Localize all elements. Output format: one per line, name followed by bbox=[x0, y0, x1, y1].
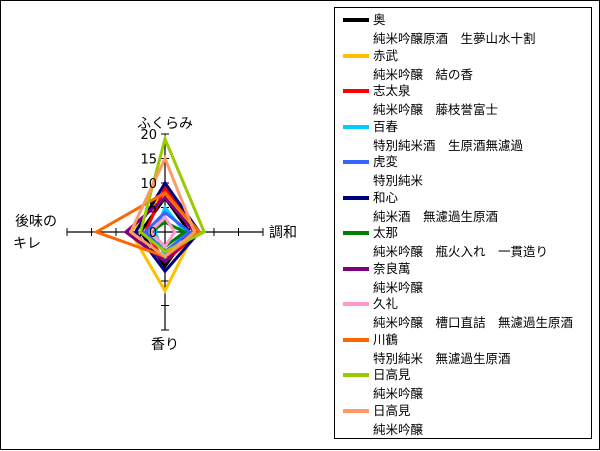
legend-swatch bbox=[343, 195, 369, 200]
legend-series-name: 百春 bbox=[373, 118, 399, 134]
tick-label: 20 bbox=[140, 128, 157, 143]
legend-series-subtitle: 純米吟醸 藤枝誉富士 bbox=[373, 102, 499, 117]
legend-entry: 百春特別純米酒 生原酒無濾過 bbox=[335, 118, 591, 154]
series-line-10 bbox=[138, 134, 207, 254]
legend-entry: 虎変特別純米 bbox=[335, 153, 591, 189]
legend-series-name: 日高見 bbox=[373, 402, 411, 418]
legend-entry: 日高見純米吟醸 bbox=[335, 402, 591, 438]
legend-series-subtitle: 純米吟醸 結の香 bbox=[373, 66, 474, 82]
legend-swatch bbox=[343, 18, 369, 22]
legend-series-subtitle: 純米酒 無濾過生原酒 bbox=[373, 208, 499, 224]
legend-series-name: 奈良萬 bbox=[373, 260, 411, 276]
legend-swatch bbox=[343, 408, 369, 413]
legend-series-name: 日高見 bbox=[373, 367, 411, 382]
series-line-0 bbox=[138, 195, 192, 269]
tick-label: 5 bbox=[149, 202, 157, 217]
axis-label-kire: キレ bbox=[13, 236, 41, 252]
legend-series-subtitle: 純米吟醸原酒 生夢山水十割 bbox=[373, 31, 536, 46]
tick-label: 15 bbox=[140, 153, 157, 168]
legend-series-name: 太那 bbox=[373, 225, 399, 240]
axis-label-fukurami: ふくらみ bbox=[137, 116, 193, 132]
legend-entry: 久礼純米吟醸 槽口直詰 無濾過生原酒 bbox=[335, 295, 591, 331]
legend-series-subtitle: 純米吟醸 bbox=[373, 279, 424, 295]
legend-swatch bbox=[343, 266, 369, 271]
legend-series-subtitle: 純米吟醸 槽口直詰 無濾過生原酒 bbox=[373, 315, 574, 330]
legend-entry: 太那純米吟醸 瓶火入れ 一貫造り bbox=[335, 224, 591, 260]
legend-swatch bbox=[343, 231, 369, 235]
tick-label: 0 bbox=[149, 226, 157, 241]
legend-entry: 赤武純米吟醸 結の香 bbox=[335, 47, 591, 83]
series-line-7 bbox=[123, 195, 197, 264]
legend-series-subtitle: 純米吟醸 瓶火入れ 一貫造り bbox=[373, 244, 549, 259]
legend-series-name: 奥 bbox=[373, 12, 386, 27]
series-line-11 bbox=[128, 154, 197, 259]
radar-series bbox=[92, 134, 207, 294]
legend-swatch bbox=[343, 302, 369, 306]
legend-entry: 川鶴特別純米 無濾過生原酒 bbox=[335, 331, 591, 367]
legend-series-name: 川鶴 bbox=[373, 331, 399, 347]
legend-swatch bbox=[343, 160, 369, 164]
legend-swatch bbox=[343, 124, 369, 129]
axis-label-kaori: 香り bbox=[151, 337, 179, 353]
legend-series-subtitle: 純米吟醸 bbox=[373, 386, 424, 401]
legend-series-name: 虎変 bbox=[373, 154, 399, 169]
axis-label-kire: 後味の bbox=[15, 214, 57, 230]
legend-swatch bbox=[343, 53, 369, 58]
tick-label: 10 bbox=[140, 177, 157, 192]
legend-entry: 奥純米吟醸原酒 生夢山水十割 bbox=[335, 11, 591, 47]
legend-series-name: 志太泉 bbox=[373, 83, 411, 98]
legend-series-name: 赤武 bbox=[373, 47, 399, 63]
legend-entry: 奈良萬純米吟醸 bbox=[335, 260, 591, 296]
legend-series-subtitle: 特別純米酒 生原酒無濾過 bbox=[373, 137, 524, 153]
legend-swatch bbox=[343, 89, 369, 93]
legend-entry: 志太泉純米吟醸 藤枝誉富士 bbox=[335, 82, 591, 118]
legend-series-subtitle: 特別純米 bbox=[373, 173, 424, 188]
legend-swatch bbox=[343, 337, 369, 342]
legend-series-name: 久礼 bbox=[373, 296, 399, 311]
series-line-8 bbox=[148, 214, 177, 250]
legend-entry: 日高見純米吟醸 bbox=[335, 366, 591, 402]
legend-series-subtitle: 特別純米 無濾過生原酒 bbox=[373, 350, 511, 366]
legend: 奥純米吟醸原酒 生夢山水十割赤武純米吟醸 結の香志太泉純米吟醸 藤枝誉富士百春特… bbox=[334, 7, 592, 439]
legend-entry: 和心純米酒 無濾過生原酒 bbox=[335, 189, 591, 225]
legend-series-name: 和心 bbox=[373, 189, 399, 205]
axis-label-chowa: 調和 bbox=[269, 225, 297, 241]
legend-series-subtitle: 純米吟醸 bbox=[373, 421, 424, 437]
legend-swatch bbox=[343, 373, 369, 377]
